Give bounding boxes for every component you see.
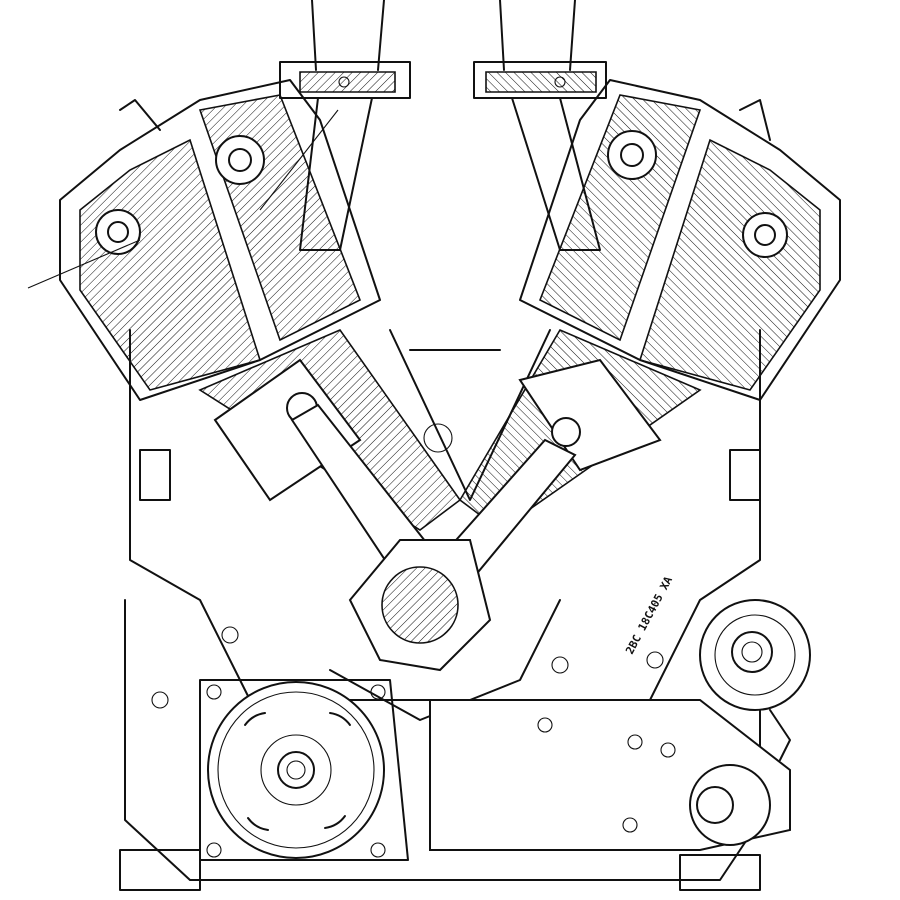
idler-pulley <box>699 599 811 761</box>
cylinder-head-left <box>27 79 381 401</box>
casting-stamp-text: 2BC 18C405 XA <box>623 574 675 656</box>
crank-pulley <box>199 679 409 861</box>
cylinder-head-right <box>519 79 841 401</box>
intake-runner-right <box>473 0 607 251</box>
piston-right <box>518 358 662 472</box>
belt-tensioner-arm <box>429 699 791 851</box>
crankpin <box>381 566 459 644</box>
crankshaft <box>329 539 561 721</box>
oil-pan-flange <box>119 849 761 891</box>
